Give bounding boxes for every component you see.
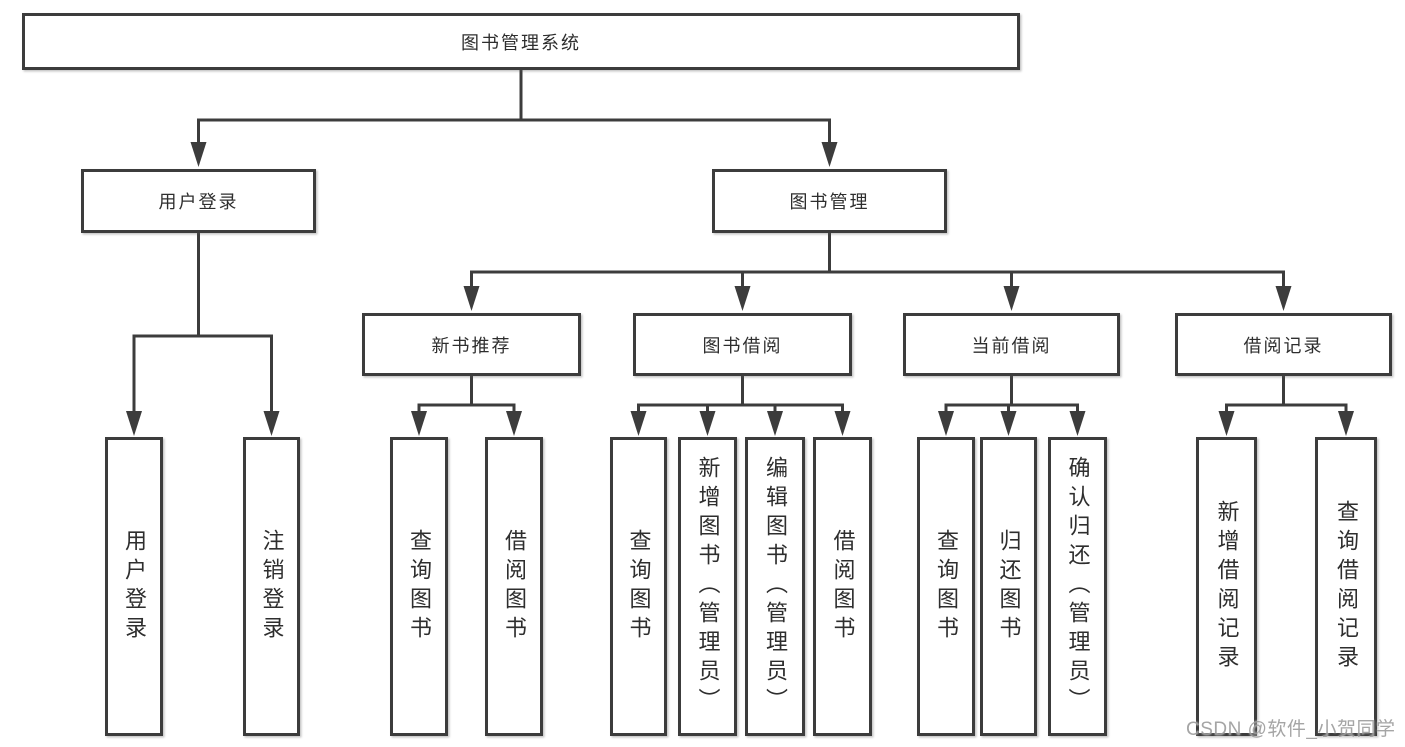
node-book-borrowing: 图书借阅 xyxy=(633,313,852,376)
arrowhead xyxy=(1218,411,1235,436)
edge-new-book-subtree xyxy=(417,376,516,418)
leaf-logout-label: 注销登录 xyxy=(259,528,285,645)
leaf-add-borrow-record-label: 新增借阅记录 xyxy=(1214,499,1240,674)
leaf-confirm-return-admin-label: 确认归还（管理员） xyxy=(1065,456,1091,717)
node-library-system-label: 图书管理系统 xyxy=(461,32,581,53)
node-book-management: 图书管理 xyxy=(712,169,947,233)
arrowhead xyxy=(263,411,280,436)
arrowhead xyxy=(126,411,142,436)
leaf-query-borrow-record-label: 查询借阅记录 xyxy=(1334,499,1359,674)
arrowhead xyxy=(1338,411,1354,436)
leaf-add-borrow-record: 新增借阅记录 xyxy=(1196,437,1257,736)
leaf-edit-book-admin-label: 编辑图书（管理员） xyxy=(763,456,788,717)
arrowhead xyxy=(190,142,207,167)
edge-borrow-records-subtree xyxy=(1225,376,1348,418)
edge-root-to-level2 xyxy=(197,70,831,150)
leaf-borrow-books-recommend: 借阅图书 xyxy=(485,437,543,736)
arrowhead xyxy=(734,286,751,311)
arrowhead xyxy=(821,142,838,167)
leaf-logout: 注销登录 xyxy=(243,437,300,736)
leaf-query-books-current: 查询图书 xyxy=(917,437,975,736)
leaf-user-login: 用户登录 xyxy=(105,437,163,736)
arrowhead xyxy=(630,411,647,436)
arrowhead xyxy=(1000,411,1017,436)
arrowhead xyxy=(699,411,716,436)
arrowhead xyxy=(767,411,783,436)
node-book-management-label: 图书管理 xyxy=(789,192,870,212)
leaf-query-books-borrowing: 查询图书 xyxy=(610,437,667,736)
arrowheads xyxy=(126,142,1354,436)
leaf-borrow-books: 借阅图书 xyxy=(813,437,872,736)
node-borrow-records: 借阅记录 xyxy=(1175,313,1392,376)
node-new-book-recommend-label: 新书推荐 xyxy=(431,335,512,356)
leaf-edit-book-admin: 编辑图书（管理员） xyxy=(745,437,805,736)
leaf-confirm-return-admin: 确认归还（管理员） xyxy=(1048,437,1107,736)
leaf-user-login-label: 用户登录 xyxy=(122,528,147,645)
leaf-borrow-books-label: 借阅图书 xyxy=(830,528,856,645)
leaf-query-borrow-record: 查询借阅记录 xyxy=(1315,437,1377,736)
arrowhead xyxy=(1069,411,1086,436)
arrowhead xyxy=(938,411,954,436)
leaf-borrow-books-recommend-label: 借阅图书 xyxy=(502,528,527,645)
node-user-login-label: 用户登录 xyxy=(158,192,239,212)
edge-book-borrowing-subtree xyxy=(637,376,844,418)
arrowhead xyxy=(506,411,522,436)
arrowhead xyxy=(1275,286,1292,311)
leaf-query-books-borrowing-label: 查询图书 xyxy=(626,528,652,645)
leaf-return-books-label: 归还图书 xyxy=(996,528,1022,645)
arrowhead xyxy=(1003,286,1020,311)
node-borrow-records-label: 借阅记录 xyxy=(1243,335,1324,356)
leaf-query-books-recommend-label: 查询图书 xyxy=(407,528,432,645)
arrowhead xyxy=(834,411,851,436)
leaf-query-books-recommend: 查询图书 xyxy=(390,437,448,736)
leaf-query-books-current-label: 查询图书 xyxy=(934,528,959,645)
edge-book-management-to-level3 xyxy=(470,233,1285,298)
arrowhead xyxy=(411,411,427,436)
leaf-return-books: 归还图书 xyxy=(980,437,1037,736)
leaf-add-book-admin: 新增图书（管理员） xyxy=(678,437,737,736)
leaf-add-book-admin-label: 新增图书（管理员） xyxy=(695,456,721,717)
node-new-book-recommend: 新书推荐 xyxy=(362,313,581,376)
node-library-system: 图书管理系统 xyxy=(22,13,1020,70)
edge-user-login-subtree xyxy=(132,233,273,418)
node-current-borrowing-label: 当前借阅 xyxy=(971,335,1052,356)
node-book-borrowing-label: 图书借阅 xyxy=(702,335,783,356)
node-user-login: 用户登录 xyxy=(81,169,316,233)
node-current-borrowing: 当前借阅 xyxy=(903,313,1120,376)
arrowhead xyxy=(463,286,480,311)
watermark: CSDN @软件_小贺同学 xyxy=(1186,719,1396,740)
